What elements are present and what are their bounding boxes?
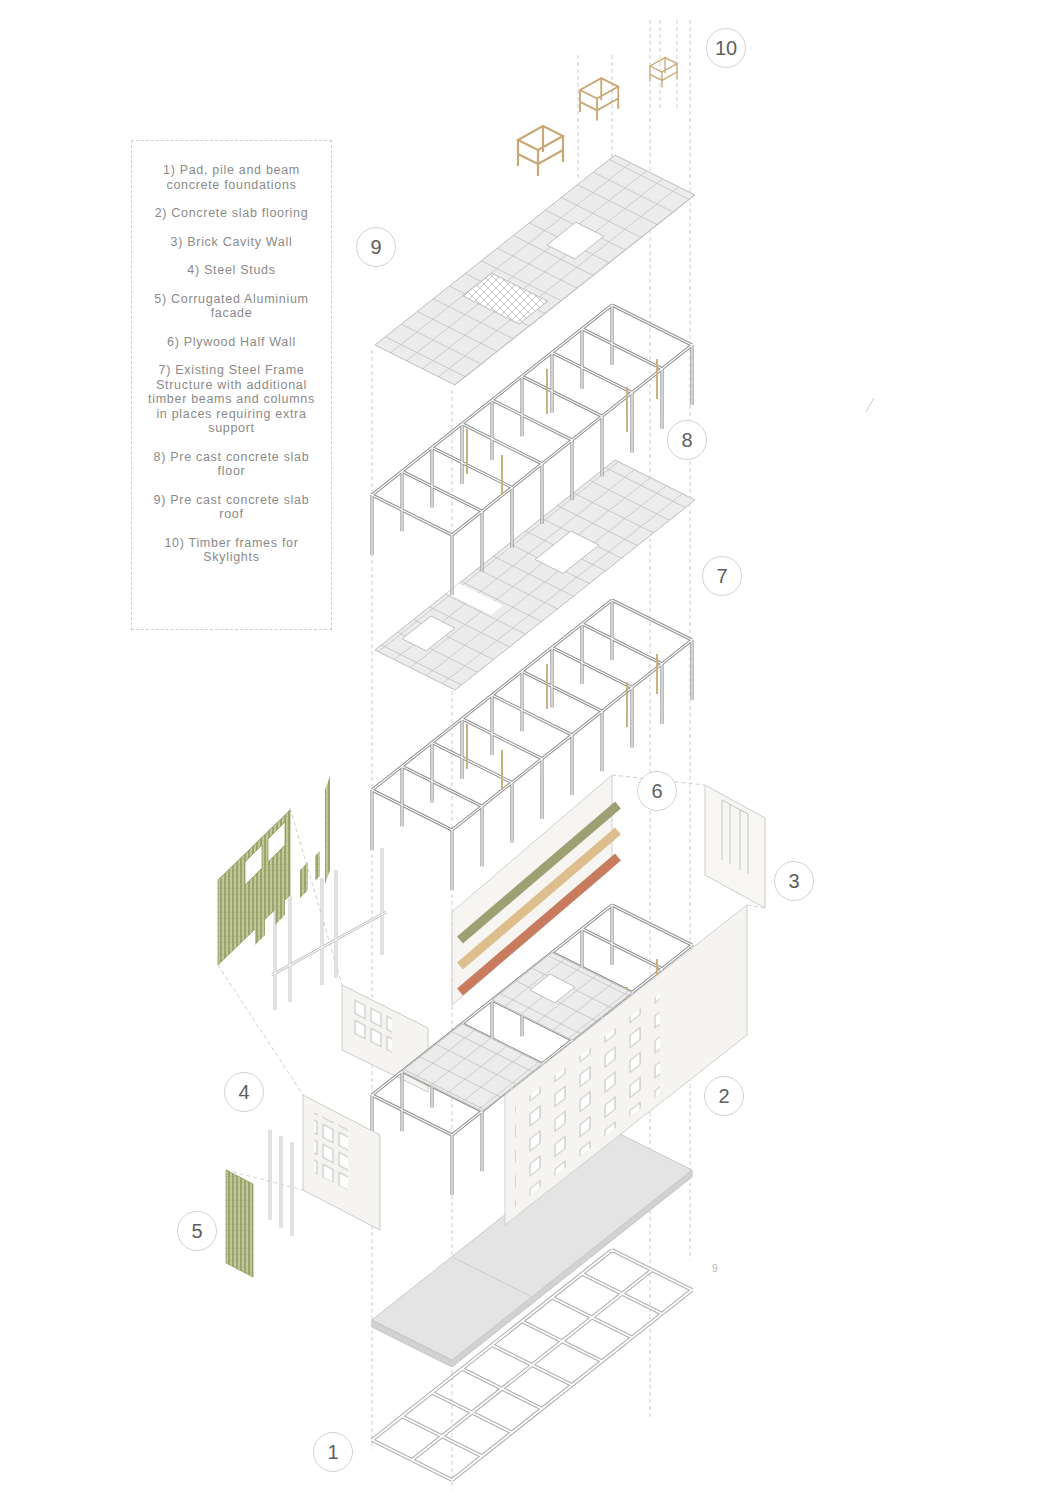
sheet-number: 9 [712, 1263, 718, 1274]
steel-frame [372, 600, 692, 890]
callout-circle: 10 [706, 28, 746, 68]
key-item: 3) Brick Cavity Wall [142, 235, 321, 250]
guide-lines [218, 20, 765, 1490]
stray-mark [866, 398, 874, 412]
precast-slab-floor [375, 460, 695, 690]
callout-number: 10 [715, 38, 737, 58]
callout-number: 2 [718, 1086, 729, 1106]
callout-number: 8 [681, 430, 692, 450]
corrugated-facade [226, 1170, 253, 1277]
key-item: 1) Pad, pile and beam concrete foundatio… [142, 163, 321, 192]
brick-wall-end [705, 785, 765, 908]
callout-number: 9 [370, 237, 381, 257]
precast-slab-roof [375, 155, 695, 385]
timber-skylight-frame [518, 58, 677, 176]
key-item: 4) Steel Studs [142, 263, 321, 278]
key-item: 2) Concrete slab flooring [142, 206, 321, 221]
callout-circle: 1 [313, 1432, 353, 1472]
callout-number: 4 [238, 1082, 249, 1102]
key-item: 6) Plywood Half Wall [142, 335, 321, 350]
key-item: 7) Existing Steel Frame Structure with a… [142, 363, 321, 436]
key-box: 1) Pad, pile and beam concrete foundatio… [131, 140, 332, 630]
callout-circle: 4 [224, 1072, 264, 1112]
callout-number: 3 [788, 871, 799, 891]
callout-circle: 2 [704, 1076, 744, 1116]
callout-number: 1 [327, 1442, 338, 1462]
brick-cavity-wall [505, 905, 747, 1225]
callout-number: 5 [191, 1221, 202, 1241]
key-item: 9) Pre cast concrete slab roof [142, 493, 321, 522]
callout-circle: 6 [637, 771, 677, 811]
callout-circle: 8 [667, 420, 707, 460]
brick-wall-end [303, 1095, 380, 1230]
corrugated-facade [218, 776, 330, 965]
steel-studs [270, 1130, 292, 1236]
key-item: 8) Pre cast concrete slab floor [142, 450, 321, 479]
callout-number: 7 [716, 566, 727, 586]
key-item: 5) Corrugated Aluminium facade [142, 292, 321, 321]
callout-circle: 5 [177, 1211, 217, 1251]
callout-number: 6 [651, 781, 662, 801]
callout-circle: 9 [356, 227, 396, 267]
key-item: 10) Timber frames for Skylights [142, 536, 321, 565]
callout-circle: 3 [774, 861, 814, 901]
callout-circle: 7 [702, 556, 742, 596]
